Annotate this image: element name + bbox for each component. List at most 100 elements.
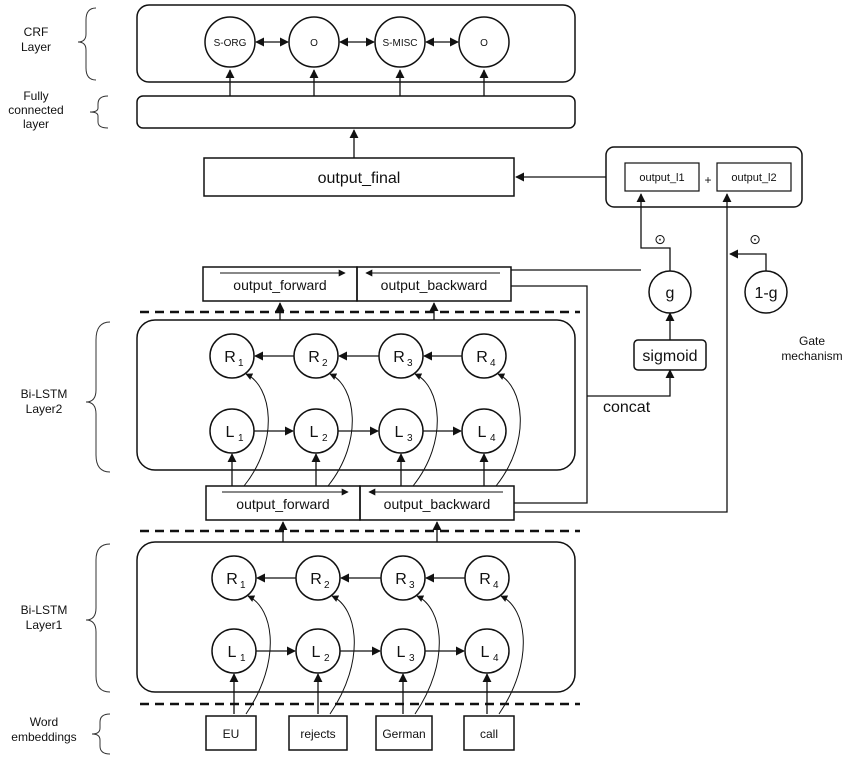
r-node-label: R: [310, 571, 322, 588]
r-node-subscript: 4: [490, 358, 496, 369]
output-l2-label: output_l2: [731, 172, 776, 184]
arrow-1g-to-l2: [729, 249, 767, 271]
odot-symbol-1g: ⊙: [749, 231, 761, 247]
r-node: [461, 333, 507, 379]
bilstm2-brace: [85, 321, 111, 473]
r-node: [295, 555, 341, 601]
gate-label-line1: Gate: [799, 334, 825, 348]
r-node: [464, 555, 510, 601]
l-node: [464, 628, 510, 674]
bilstm-layer1-box: [136, 541, 576, 693]
arrow-g-to-output-l1: [636, 193, 671, 271]
r-node-label: R: [308, 349, 320, 366]
l-node-label: L: [312, 644, 321, 661]
plus-sign: +: [704, 173, 711, 187]
l-node-subscript: 2: [322, 433, 328, 444]
word-brace: [91, 713, 111, 755]
input-curve-to-r: [495, 373, 521, 487]
input-curve-to-r: [329, 595, 355, 715]
r-node: [378, 333, 424, 379]
word-embedding-box: [205, 715, 257, 751]
input-curve-to-r: [243, 373, 269, 487]
l1-output-to-l2: [514, 193, 732, 513]
l-node-label: L: [226, 424, 235, 441]
gate-label-line2: mechanism: [781, 349, 842, 363]
l-node: [461, 408, 507, 454]
word-embedding-box: [463, 715, 515, 751]
word-label-line2: embeddings: [11, 730, 76, 744]
bilstm2-label-line2: Layer2: [26, 402, 63, 416]
r-node-label: R: [226, 571, 238, 588]
r-node-label: R: [395, 571, 407, 588]
l-node-subscript: 1: [238, 433, 244, 444]
l2-output-backward-box: [356, 266, 512, 302]
l2-output-forward-label: output_forward: [233, 277, 326, 293]
r-node-label: R: [476, 349, 488, 366]
l-node-label: L: [228, 644, 237, 661]
word-embedding-label: EU: [223, 727, 240, 741]
output-final-label: output_final: [318, 170, 401, 187]
crf-tag-label: S-MISC: [383, 38, 418, 49]
r-node-subscript: 4: [493, 580, 499, 591]
crf-tag-node: [204, 16, 256, 68]
word-embedding-box: [375, 715, 433, 751]
output-l1-label: output_l1: [639, 172, 684, 184]
l-node-subscript: 4: [493, 653, 499, 664]
concat-label: concat: [603, 399, 651, 416]
l-node-label: L: [481, 644, 490, 661]
r-node: [293, 333, 339, 379]
concat-to-sigmoid: [587, 369, 675, 397]
crf-layer-box: [136, 4, 576, 83]
r-node-subscript: 2: [324, 580, 330, 591]
r-node-label: R: [393, 349, 405, 366]
crf-label-line2: Layer: [21, 40, 51, 54]
r-node-label: R: [224, 349, 236, 366]
l1-output-forward-label: output_forward: [236, 496, 329, 512]
l-node-subscript: 2: [324, 653, 330, 664]
bilstm-layer2-box: [136, 319, 576, 471]
word-embedding-label: call: [480, 727, 498, 741]
l2-output-backward-label: output_backward: [381, 277, 488, 293]
l1-output-backward-label: output_backward: [384, 496, 491, 512]
input-curve-to-r: [498, 595, 524, 715]
bilstm1-brace: [85, 543, 111, 693]
l-node-label: L: [310, 424, 319, 441]
output-l1-box: [624, 162, 700, 192]
fc-brace: [89, 95, 109, 129]
word-embedding-label: German: [382, 727, 425, 741]
fc-label-line1: Fully: [23, 89, 48, 103]
l-node-label: L: [395, 424, 404, 441]
l-node-subscript: 4: [490, 433, 496, 444]
input-curve-to-r: [412, 373, 438, 487]
left-labels: CRF Layer Fully connected layer Bi-LSTM …: [8, 7, 843, 755]
r-node: [209, 333, 255, 379]
bilstm2-label-line1: Bi-LSTM: [21, 387, 68, 401]
one-minus-g-label: 1-g: [754, 285, 777, 302]
word-embedding-label: rejects: [300, 727, 335, 741]
r-node: [211, 555, 257, 601]
g-label: g: [666, 285, 675, 302]
output-final-box: [203, 157, 515, 197]
output-l2-box: [716, 162, 792, 192]
r-node-subscript: 1: [238, 358, 244, 369]
r-node-label: R: [479, 571, 491, 588]
input-curve-to-r: [245, 595, 271, 715]
r-node-subscript: 3: [407, 358, 413, 369]
fc-label-line3: layer: [23, 117, 49, 131]
crf-brace: [77, 7, 97, 81]
r-node-subscript: 3: [409, 580, 415, 591]
l-node-label: L: [397, 644, 406, 661]
input-curve-to-r: [327, 373, 353, 487]
sigmoid-label: sigmoid: [642, 348, 697, 365]
crf-tag-label: O: [480, 38, 488, 49]
bilstm1-label-line2: Layer1: [26, 618, 63, 632]
r-node: [380, 555, 426, 601]
odot-symbol-g: ⊙: [654, 231, 666, 247]
word-embedding-box: [288, 715, 348, 751]
l-node-label: L: [478, 424, 487, 441]
fc-label-line2: connected: [8, 103, 63, 117]
r-node-subscript: 1: [240, 580, 246, 591]
crf-tag-node: [374, 16, 426, 68]
